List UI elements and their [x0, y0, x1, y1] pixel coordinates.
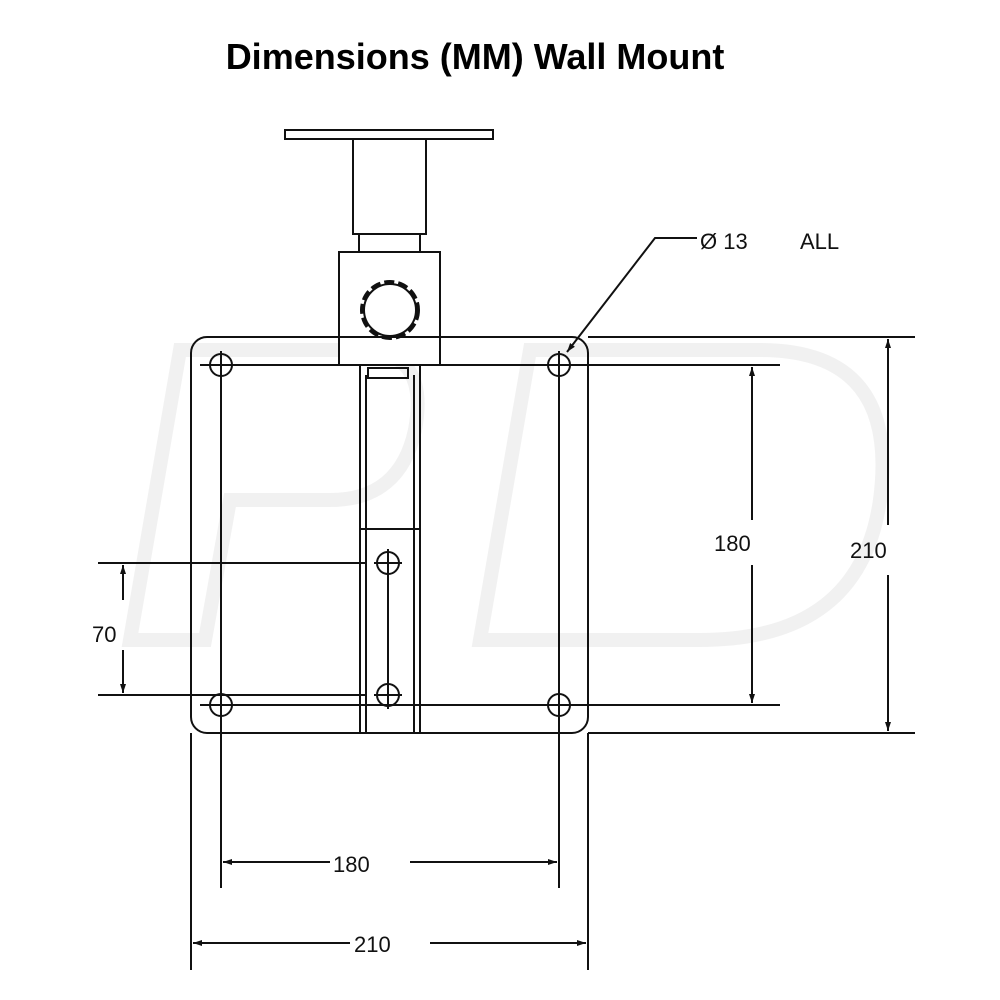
- tilt-block: [338, 251, 441, 366]
- plate-width-label: 210: [354, 932, 391, 957]
- column: [352, 138, 427, 235]
- hole-icon: [207, 351, 235, 379]
- hole-icon: [374, 549, 402, 577]
- neck: [358, 233, 421, 253]
- slot-spacing-label: 70: [92, 622, 116, 647]
- diagram-title: Dimensions (MM) Wall Mount: [225, 36, 725, 77]
- hole-diameter-label: Ø 13: [700, 229, 748, 254]
- hole-icon: [545, 691, 573, 719]
- ceiling-flange: [284, 129, 494, 140]
- hole-icon: [545, 351, 573, 379]
- horizontal-hole-spacing-label: 180: [333, 852, 370, 877]
- hole-all-label: ALL: [800, 229, 839, 254]
- watermark-logo: [121, 343, 890, 647]
- vertical-hole-spacing-label: 180: [714, 531, 751, 556]
- vertical-slot-bracket: [359, 364, 421, 734]
- plate-height-label: 210: [850, 538, 887, 563]
- hole-icon: [374, 681, 402, 709]
